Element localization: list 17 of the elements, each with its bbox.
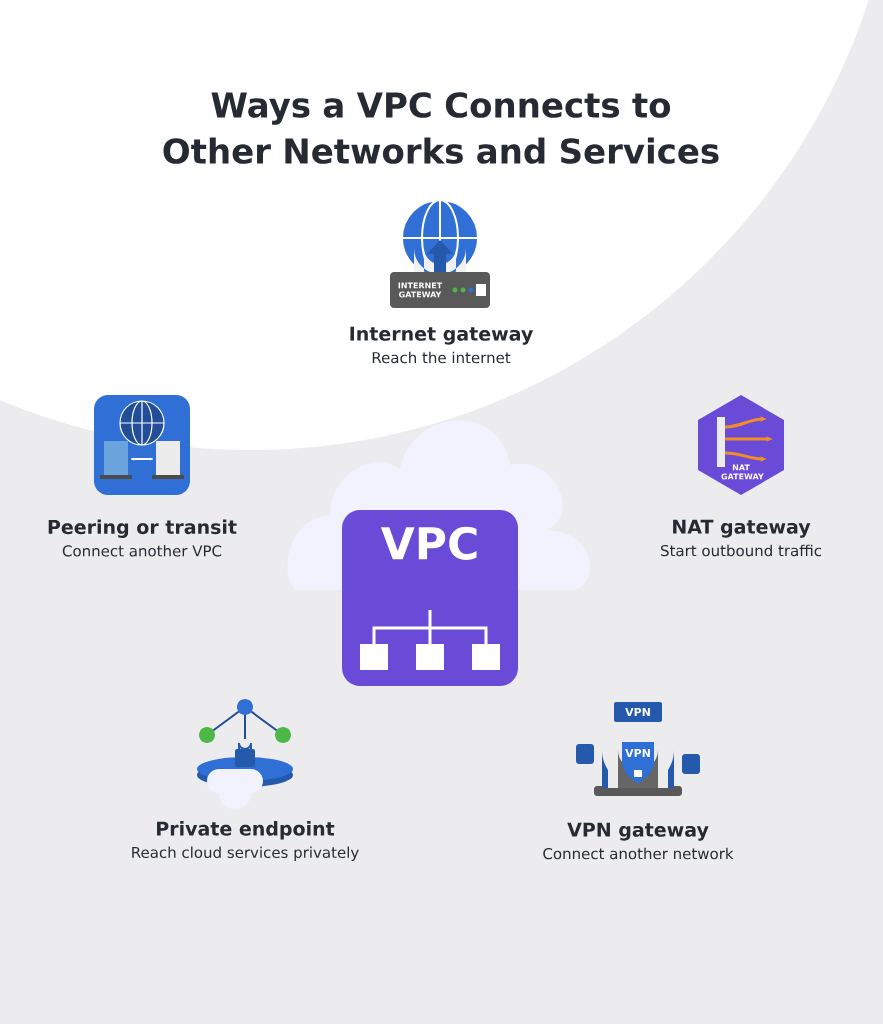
option-heading: Private endpoint	[157, 821, 335, 840]
icon-label: NAT GATEWAY	[721, 464, 764, 480]
option-heading: Peering or transit	[48, 519, 237, 538]
option-description: Reach cloud services privately	[132, 846, 359, 861]
option-description: Connect another network	[543, 847, 734, 860]
vpc-heading: VPC	[380, 526, 477, 560]
option-heading: VPN gateway	[567, 822, 709, 841]
icon-label: VPN	[625, 749, 650, 757]
option-description: Start outbound traffic	[661, 544, 822, 557]
icon-label: INTERNET GATEWAY	[398, 282, 443, 298]
option-description: Reach the internet	[372, 351, 511, 364]
icon-label: VPN	[625, 708, 650, 716]
option-heading: NAT gateway	[673, 519, 811, 538]
title: Ways a VPC Connects to Other Networks and Services	[163, 92, 719, 164]
vpc-badge	[342, 510, 518, 686]
option-heading: Internet gateway	[350, 326, 533, 345]
option-description: Connect another VPC	[62, 545, 222, 557]
